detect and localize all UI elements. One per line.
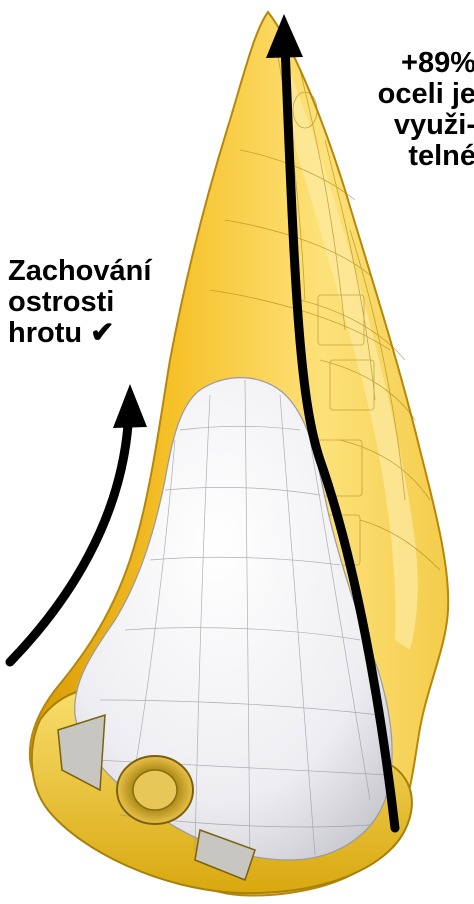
callout-right-line-3: využi- bbox=[378, 110, 474, 141]
steel-usage-callout: +89% oceli je využi- telné bbox=[378, 48, 474, 172]
callout-left-line-2: ostrosti bbox=[8, 287, 151, 318]
callout-right-line-1: +89% bbox=[378, 48, 474, 79]
short-arrow-head bbox=[113, 384, 147, 428]
callout-left-line-3: hrotu ✔ bbox=[8, 318, 151, 349]
callout-right-line-4: telné bbox=[378, 141, 474, 172]
callout-right-line-2: oceli je bbox=[378, 79, 474, 110]
callout-left-line-1: Zachování bbox=[8, 256, 151, 287]
tip-sharpness-callout: Zachování ostrosti hrotu ✔ bbox=[8, 256, 151, 349]
